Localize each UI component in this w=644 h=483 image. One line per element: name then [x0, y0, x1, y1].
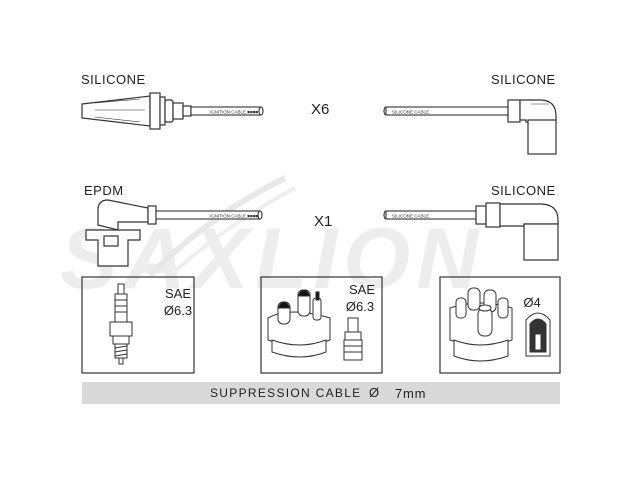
svg-text:SILICONE CABLE: SILICONE CABLE	[392, 110, 429, 115]
box-spark-plug	[81, 276, 195, 374]
svg-text:IGNITION CABLE ■■■■: IGNITION CABLE ■■■■	[210, 110, 258, 115]
footer-bar	[82, 382, 560, 404]
box1-diameter: Ø6.3	[156, 303, 200, 318]
box3-diameter-symbol: Ø	[523, 295, 534, 310]
box1-terminal-type: SAE	[164, 286, 191, 301]
cable-right-row2: SILICONE CABLE	[383, 210, 477, 220]
row1-quantity: X6	[311, 101, 330, 118]
watermark-logo: SAXLION	[60, 175, 484, 307]
footer-diameter-symbol: Ø	[369, 385, 380, 400]
box1-diameter-symbol: Ø	[163, 303, 175, 318]
box3-diameter-value: 4	[533, 295, 541, 310]
cable-left-row1: IGNITION CABLE ■■■■	[190, 106, 264, 116]
cable-left-row2: IGNITION CABLE ■■■■	[155, 210, 263, 220]
box2-diameter-value: 6.3	[356, 299, 375, 314]
angled-boot-connector-right	[475, 202, 559, 261]
box2-diameter-symbol: Ø	[345, 299, 357, 314]
box2-diameter: Ø6.3	[338, 299, 382, 314]
straight-plug-connector	[81, 92, 192, 130]
box2-terminal-type: SAE	[348, 282, 375, 297]
row2-right-material-label: SILICONE	[491, 183, 556, 198]
row2-quantity: X1	[314, 213, 333, 230]
angled-boot-connector-left	[85, 199, 157, 267]
box1-diameter-value: 6.3	[174, 303, 193, 318]
row1-right-material-label: SILICONE	[491, 72, 556, 87]
distributor-cap-icon	[449, 287, 551, 362]
svg-text:IGNITION CABLE ■■■■: IGNITION CABLE ■■■■	[210, 214, 258, 219]
spark-plug-icon	[109, 283, 133, 365]
svg-text:SILICONE CABLE: SILICONE CABLE	[392, 214, 429, 219]
cable-right-row1: SILICONE CABLE	[383, 106, 509, 116]
box3-diameter: Ø4	[516, 295, 548, 310]
row2-left-material-label: EPDM	[84, 183, 124, 198]
footer-diameter-value: 7mm	[395, 386, 427, 401]
footer-cable-label: SUPPRESSION CABLE	[210, 386, 362, 400]
svg-text:SAXLION: SAXLION	[60, 211, 484, 307]
box-distributor-cap	[439, 276, 561, 374]
box-ignition-coil	[260, 276, 383, 374]
ignition-coil-icon	[267, 289, 363, 361]
angled-boot-connector	[507, 99, 557, 155]
row1-left-material-label: SILICONE	[81, 72, 146, 87]
